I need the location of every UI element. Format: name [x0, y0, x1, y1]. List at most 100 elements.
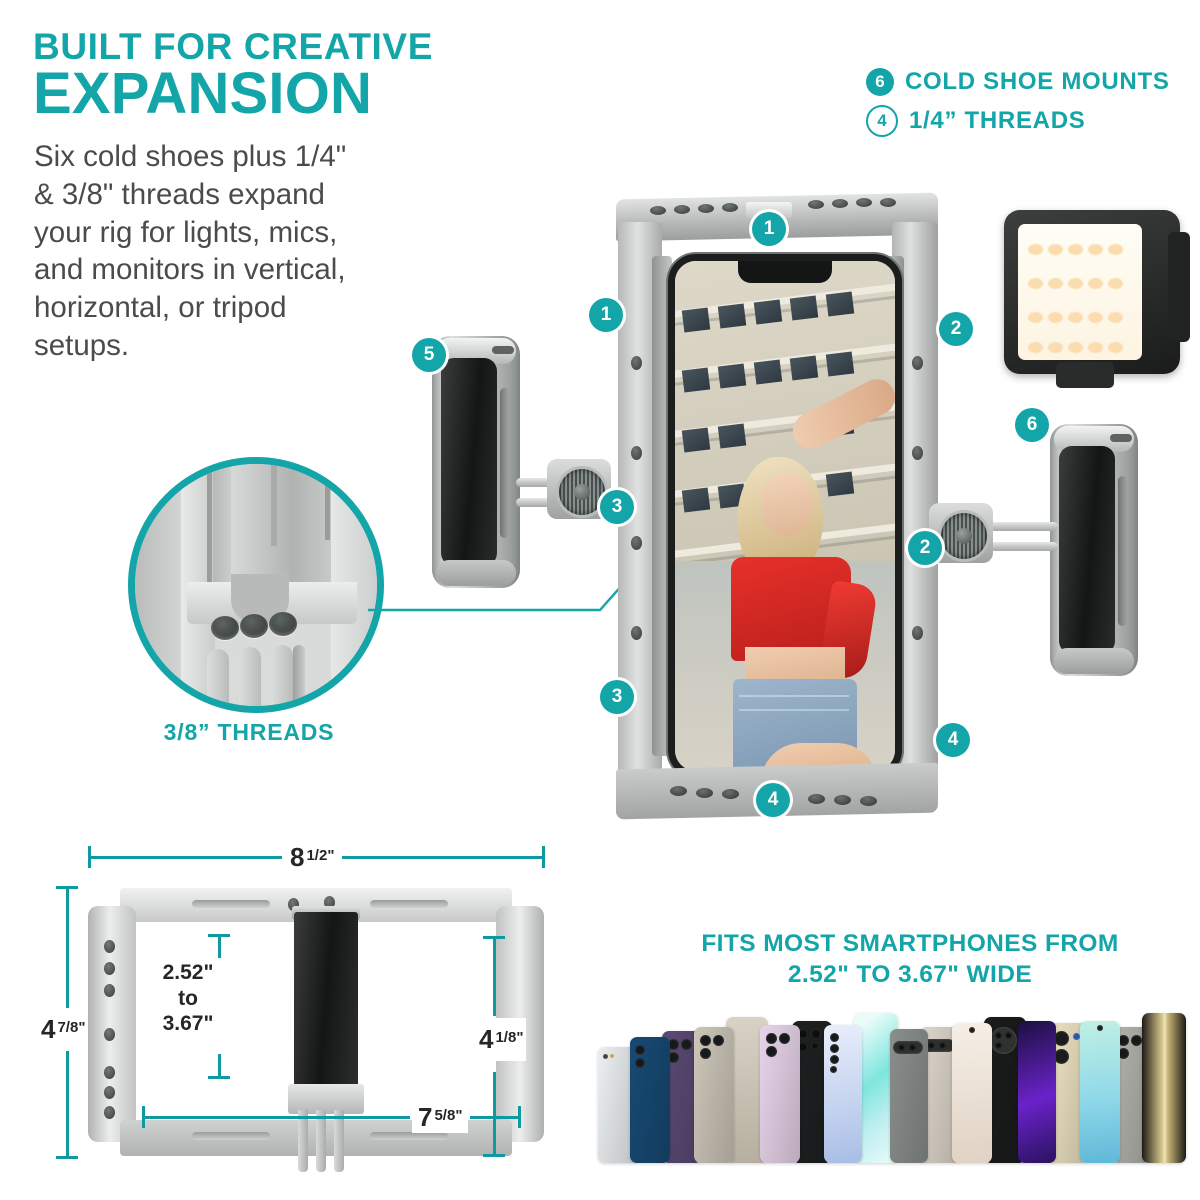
phone-camera-icon [798, 1029, 808, 1039]
phone-camera-icon [969, 1027, 975, 1033]
callout-badge-2: 2 [908, 531, 942, 565]
phone-camera-icon [766, 1033, 777, 1044]
phone-camera-icon [811, 1029, 821, 1039]
phone-thumbnail [1018, 1021, 1056, 1163]
phone-thumbnail [760, 1025, 800, 1163]
phone-camera-icon [635, 1045, 645, 1055]
phone-thumbnail [1142, 1013, 1186, 1163]
right-handle-arm [990, 522, 1058, 531]
detail-circle [128, 457, 384, 713]
callout-badge-4: 4 [756, 783, 790, 817]
callout-badge-5: 5 [412, 338, 446, 372]
cold-shoe-mount [746, 202, 792, 218]
phone-camera-icon [1118, 1035, 1129, 1046]
phone-camera-icon [681, 1039, 692, 1050]
body-copy: Six cold shoes plus 1/4" & 3/8" threads … [34, 140, 347, 362]
thread-hole-icon [269, 612, 297, 636]
phone-thumbnail [694, 1027, 734, 1163]
detail-callout-label: 3/8” THREADS [163, 719, 335, 745]
detail-circle-image [135, 464, 377, 706]
callout-badge-4: 4 [936, 723, 970, 757]
dimension-clamp-range: 2.52" to 3.67" [158, 960, 218, 1037]
thread-hole-icon [240, 614, 268, 638]
phone-camera-icon [811, 1042, 819, 1050]
detail-callout-threads: 3/8” THREADS [128, 457, 384, 745]
phone-camera-icon [909, 1044, 916, 1051]
led-diffuser [1018, 224, 1142, 360]
right-handle-arm [990, 542, 1058, 551]
model-face [761, 473, 813, 535]
led-light-panel [1004, 210, 1190, 388]
cage-front-view [88, 888, 544, 1172]
phone-camera-icon [995, 1032, 1002, 1039]
phone-camera-icon [766, 1046, 777, 1057]
phone-thumbnail [952, 1023, 992, 1163]
phone-camera-icon [830, 1033, 839, 1042]
phone-camera-icon [928, 1042, 935, 1049]
phone-thumbnail [1080, 1021, 1120, 1163]
callout-badge-2: 2 [939, 312, 973, 346]
phone-camera-icon [668, 1052, 679, 1063]
phone-cage-rig [612, 192, 942, 820]
callout-badge-1: 1 [752, 212, 786, 246]
phone-camera-icon [990, 1027, 1017, 1054]
headline-line-2: EXPANSION [33, 60, 373, 126]
phone-camera-icon [779, 1033, 790, 1044]
phone-camera-icon [830, 1066, 837, 1073]
legend-item-cold-shoe-mounts: 6 COLD SHOE MOUNTS [866, 68, 1170, 96]
phone-lineup [598, 1003, 1192, 1163]
phone-camera-icon [1054, 1049, 1069, 1064]
phone-notch [738, 261, 832, 283]
phone-camera-icon [700, 1035, 711, 1046]
phones-title-line-2: 2.52" TO 3.67" WIDE [787, 961, 1033, 989]
phone-camera-icon [603, 1054, 608, 1059]
phone-camera-icon [939, 1042, 946, 1049]
phone-camera-icon [898, 1044, 905, 1051]
callout-badge-1: 1 [589, 298, 623, 332]
phone-screen-preview [668, 254, 902, 778]
phone-camera-icon [995, 1042, 1002, 1049]
phone-thumbnail [890, 1029, 928, 1163]
phone-thumbnail [630, 1037, 670, 1163]
phone-camera-icon [830, 1055, 839, 1064]
led-shoe-foot [1056, 362, 1114, 388]
headline-block: BUILT FOR CREATIVE EXPANSION [33, 26, 553, 126]
phone-camera-icon [1118, 1048, 1129, 1059]
phone-camera-icon [700, 1048, 711, 1059]
left-handle-grip [432, 336, 520, 588]
phone-camera-icon [713, 1035, 724, 1046]
phone-camera-icon [1073, 1033, 1080, 1040]
phone-thumbnail [824, 1025, 862, 1163]
legend-count-badge: 6 [866, 68, 894, 96]
phones-section-title: FITS MOST SMARTPHONES FROM 2.52" TO 3.67… [660, 928, 1160, 991]
phone-camera-icon [635, 1058, 645, 1068]
legend-item-quarter-inch-threads: 4 1/4” THREADS [866, 105, 1170, 137]
phone-camera-icon [1054, 1031, 1069, 1046]
headline-line-1: BUILT FOR CREATIVE [33, 26, 433, 67]
legend-count-badge: 4 [866, 105, 898, 137]
callout-badge-3: 3 [600, 490, 634, 524]
legend: 6 COLD SHOE MOUNTS 4 1/4” THREADS [866, 68, 1170, 146]
phone-camera-icon [830, 1044, 839, 1053]
right-articulating-knob[interactable] [929, 503, 993, 563]
legend-label: 1/4” THREADS [909, 107, 1086, 134]
callout-badge-3: 3 [600, 680, 634, 714]
phones-title-line-1: FITS MOST SMARTPHONES FROM [701, 930, 1119, 957]
phone-camera-icon [1097, 1025, 1103, 1031]
callout-badge-6: 6 [1015, 408, 1049, 442]
phone-camera-icon [1005, 1032, 1012, 1039]
phone-camera-icon [798, 1042, 808, 1052]
thread-hole-icon [211, 616, 239, 640]
phone-clamp [294, 912, 358, 1088]
phone-camera-icon [668, 1039, 679, 1050]
phone-camera-icon [1131, 1035, 1142, 1046]
legend-label: COLD SHOE MOUNTS [905, 68, 1170, 95]
led-battery-block [1168, 232, 1190, 342]
phone-camera-icon [610, 1054, 614, 1058]
